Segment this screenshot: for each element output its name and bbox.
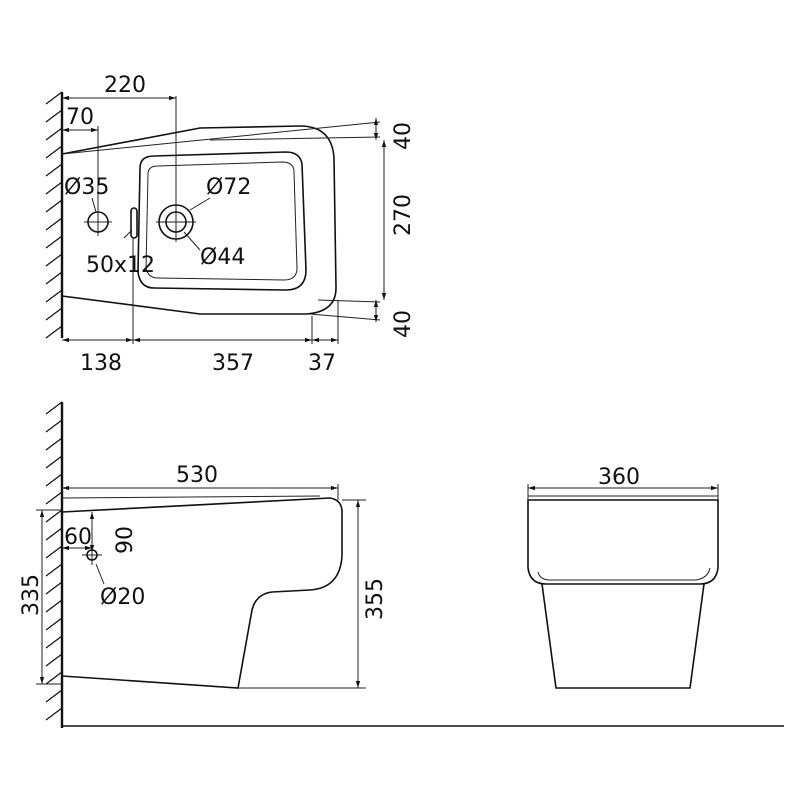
front-upper-inner	[537, 567, 711, 581]
dim-drain-inner: Ø44	[200, 245, 245, 270]
side-wall-hatch	[45, 401, 63, 721]
top-view: 220 70 Ø35 Ø72 Ø44 50x12 40 270 40 138 3…	[45, 73, 416, 376]
dim-220: 220	[104, 73, 146, 98]
dim-357: 357	[212, 351, 254, 376]
front-view: 360	[527, 465, 719, 689]
side-body-outline	[61, 497, 343, 689]
dim-335: 335	[19, 574, 44, 616]
side-top-line	[61, 495, 321, 499]
dim-37: 37	[308, 351, 336, 376]
dim-90: 90	[113, 526, 138, 554]
dim-side-hole: Ø20	[100, 585, 145, 610]
dim-138: 138	[80, 351, 122, 376]
front-upper-outline	[527, 499, 719, 585]
dim-overflow: 50x12	[86, 253, 155, 278]
dim-40-bottom: 40	[391, 310, 416, 338]
side-view: 530 60 90 Ø20 335 355	[19, 401, 784, 728]
dim-360: 360	[598, 465, 640, 490]
top-outer-outline	[61, 125, 337, 315]
dim-70: 70	[66, 105, 94, 130]
dim-drain-outer: Ø72	[206, 175, 251, 200]
top-wall-hatch	[45, 91, 63, 339]
top-basin-inner-line	[145, 161, 298, 281]
dim-40-top: 40	[391, 122, 416, 150]
dim-60: 60	[64, 525, 92, 550]
dim-530: 530	[176, 463, 218, 488]
top-basin-outline	[137, 151, 307, 291]
dim-355: 355	[363, 578, 388, 620]
dim-270: 270	[391, 194, 416, 236]
overflow-slot	[130, 207, 138, 239]
dim-tap-hole: Ø35	[64, 175, 109, 200]
front-lower-outline	[541, 583, 705, 689]
